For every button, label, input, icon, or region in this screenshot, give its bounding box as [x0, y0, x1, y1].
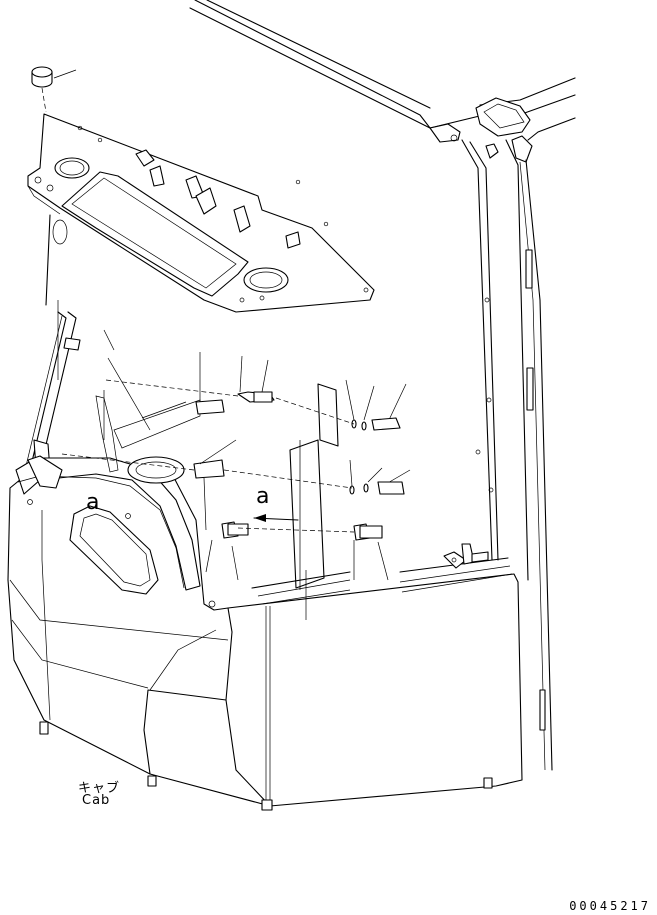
knob-part [31, 66, 77, 113]
cab-pillars [461, 139, 553, 771]
drawing-number: 00045217 [569, 899, 651, 913]
bracket-bolt-assembly [61, 352, 411, 590]
upper-console-panel [27, 113, 375, 313]
view-reference-a-1: a [86, 490, 100, 515]
cab-label-japanese: キャブ [78, 781, 121, 796]
cab-label-english: Cab [82, 793, 111, 808]
cab-roof-beam [189, 0, 576, 163]
view-reference-a-2: a [256, 484, 270, 509]
lower-window-strip [251, 449, 513, 620]
